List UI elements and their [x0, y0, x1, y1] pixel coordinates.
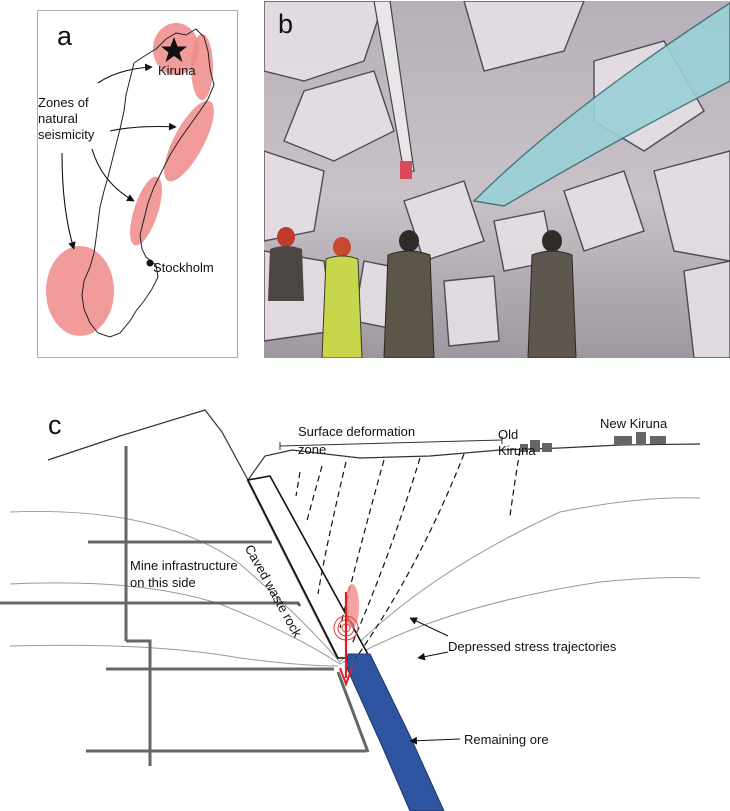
surface-zone-label-2: zone [298, 442, 326, 458]
seismic-zone-south [46, 246, 114, 336]
mine-cross-section [0, 396, 730, 811]
stress-arrow-1 [410, 618, 448, 636]
zones-label-line3: seismicity [38, 127, 94, 143]
new-kiruna-buildings [614, 432, 666, 445]
stress-arrow-2 [418, 652, 448, 658]
kiruna-label: Kiruna [158, 63, 196, 79]
infrastructure-label-2: on this side [130, 575, 196, 591]
new-kiruna-label: New Kiruna [600, 416, 667, 432]
mine-photo-panel: b [264, 1, 730, 358]
zones-label-line2: natural [38, 111, 78, 127]
old-kiruna-label-2: Kiruna [498, 443, 536, 459]
zones-label-line1: Zones of [38, 95, 89, 111]
underground-photo [264, 1, 730, 358]
surface-zone-label-1: Surface deformation [298, 424, 415, 440]
map-panel: a Kiruna Zones of natural seismicity Sto… [37, 10, 238, 358]
cross-section-panel: c Surface deformation zone Old Kiruna Ne… [0, 396, 730, 811]
old-kiruna-label-1: Old [498, 427, 518, 443]
arrow-to-kiruna [98, 67, 152, 83]
stress-trajectories-label: Depressed stress trajectories [448, 639, 616, 655]
panel-b-letter: b [278, 11, 293, 38]
arrow-to-south [62, 153, 74, 249]
remaining-ore-label: Remaining ore [464, 732, 549, 748]
ore-arrow [410, 739, 460, 741]
seismic-zone-north-coast [155, 94, 224, 188]
infrastructure-label-1: Mine infrastructure [130, 558, 238, 574]
stockholm-label: Stockholm [153, 260, 214, 276]
panel-c-letter: c [48, 412, 62, 439]
sweden-map [38, 11, 239, 359]
panel-a-letter: a [57, 23, 72, 50]
